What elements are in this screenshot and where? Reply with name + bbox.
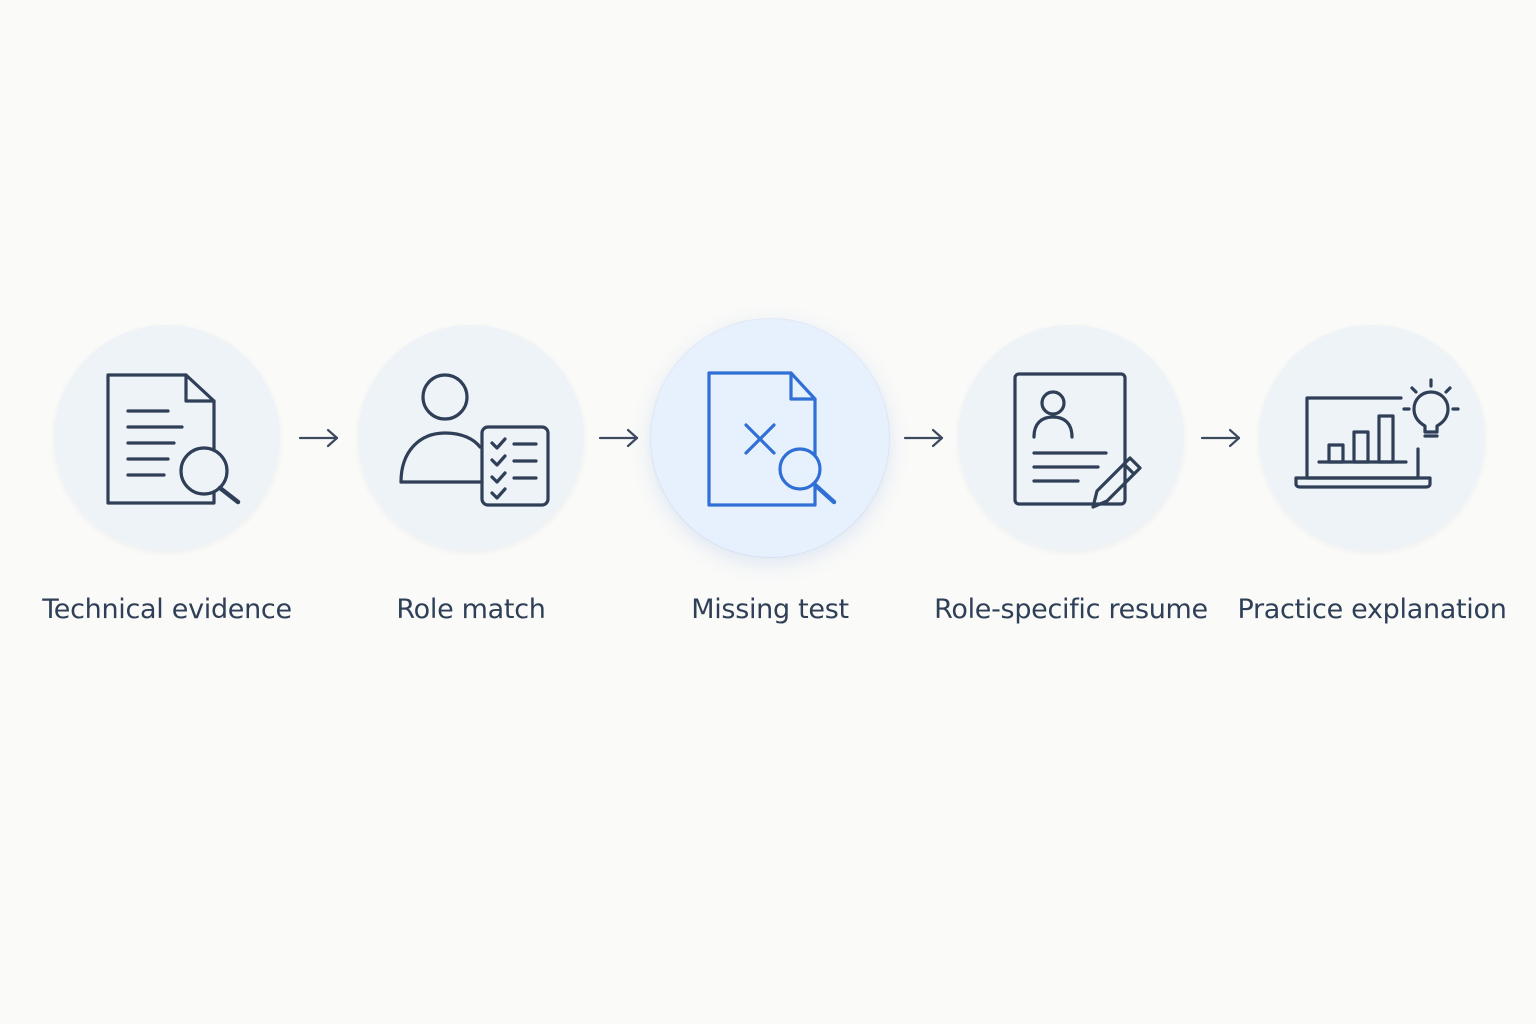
- step-label: Missing test: [691, 594, 849, 625]
- laptop-chart-idea-icon: [1294, 378, 1460, 489]
- step-circle-active: [651, 319, 889, 557]
- step-role-specific-resume: Role-specific resume: [921, 0, 1221, 700]
- arrow-right-icon: [1199, 425, 1243, 451]
- step-circle: [54, 325, 280, 551]
- step-circle: [958, 325, 1184, 551]
- resume-edit-icon: [1013, 372, 1142, 509]
- step-label: Technical evidence: [42, 594, 292, 625]
- document-x-search-icon: [707, 371, 837, 507]
- step-label: Practice explanation: [1237, 594, 1507, 625]
- step-missing-test: Missing test: [620, 0, 920, 700]
- arrow-right-icon: [297, 425, 341, 451]
- arrow-right-icon: [597, 425, 641, 451]
- step-technical-evidence: Technical evidence: [17, 0, 317, 700]
- step-label: Role match: [396, 594, 546, 625]
- person-checklist-icon: [399, 373, 550, 507]
- step-circle: [358, 325, 584, 551]
- step-role-match: Role match: [321, 0, 621, 700]
- step-label: Role-specific resume: [934, 594, 1208, 625]
- step-practice-explanation: Practice explanation: [1222, 0, 1522, 700]
- step-circle: [1259, 325, 1485, 551]
- document-search-icon: [106, 373, 241, 505]
- arrow-right-icon: [902, 425, 946, 451]
